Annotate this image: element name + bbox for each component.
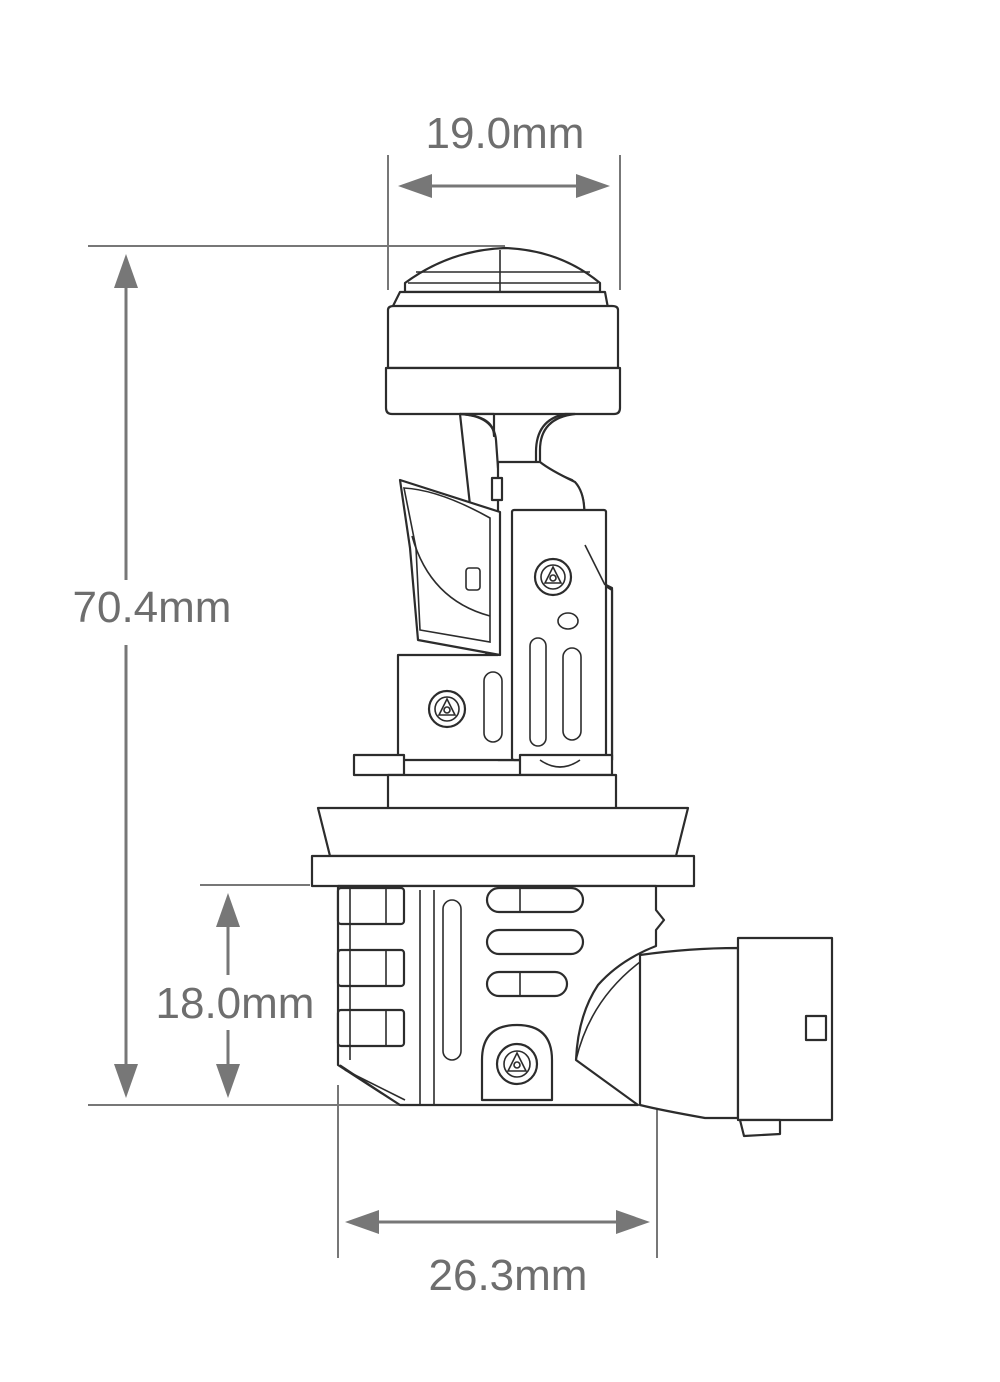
- dimension-base-height: 18.0mm: [156, 884, 315, 1098]
- vent-slot: [485, 928, 585, 956]
- overall-height-label: 70.4mm: [73, 583, 232, 632]
- connector-latch: [804, 1014, 828, 1042]
- vent-slot: [483, 671, 503, 743]
- lens-dome: [390, 246, 610, 310]
- vent-slot: [529, 637, 547, 747]
- dimension-base-width: 26.3mm: [337, 1085, 658, 1300]
- dimension-overall-height: 70.4mm: [73, 245, 505, 1106]
- arrowhead-right: [616, 1210, 650, 1234]
- connector: [638, 936, 834, 1138]
- lens-housing: [384, 304, 622, 416]
- connector-tab: [738, 1118, 782, 1138]
- base-plate: [310, 854, 696, 888]
- arrowhead-top: [114, 254, 138, 288]
- terminal-fin: [336, 886, 406, 926]
- arrowhead-left: [398, 174, 432, 198]
- terminal-fin: [336, 948, 406, 988]
- screw-lower: [495, 1042, 539, 1086]
- screw-upper: [533, 557, 573, 597]
- lens-width-label: 19.0mm: [426, 109, 585, 158]
- bulb-outline: [310, 246, 834, 1138]
- side-panel: [510, 508, 608, 762]
- arrowhead-bottom: [114, 1064, 138, 1098]
- vent-slot: [485, 886, 585, 914]
- vent-slot: [442, 899, 462, 1061]
- dimension-lens-width: 19.0mm: [387, 109, 621, 290]
- arrowhead-top: [216, 893, 240, 927]
- cutoff-shield: [398, 476, 504, 657]
- base-body: [336, 884, 666, 1107]
- arrowhead-bottom: [216, 1064, 240, 1098]
- hole: [557, 612, 579, 630]
- base-neck: [386, 773, 618, 813]
- arrowhead-right: [576, 174, 610, 198]
- terminal-fin: [336, 1008, 406, 1048]
- arrowhead-left: [345, 1210, 379, 1234]
- vent-slot: [562, 647, 582, 741]
- screw-middle: [427, 689, 467, 729]
- vent-slot: [485, 970, 569, 998]
- base-height-label: 18.0mm: [156, 979, 315, 1028]
- locking-flange: [316, 806, 690, 858]
- base-width-label: 26.3mm: [429, 1251, 588, 1300]
